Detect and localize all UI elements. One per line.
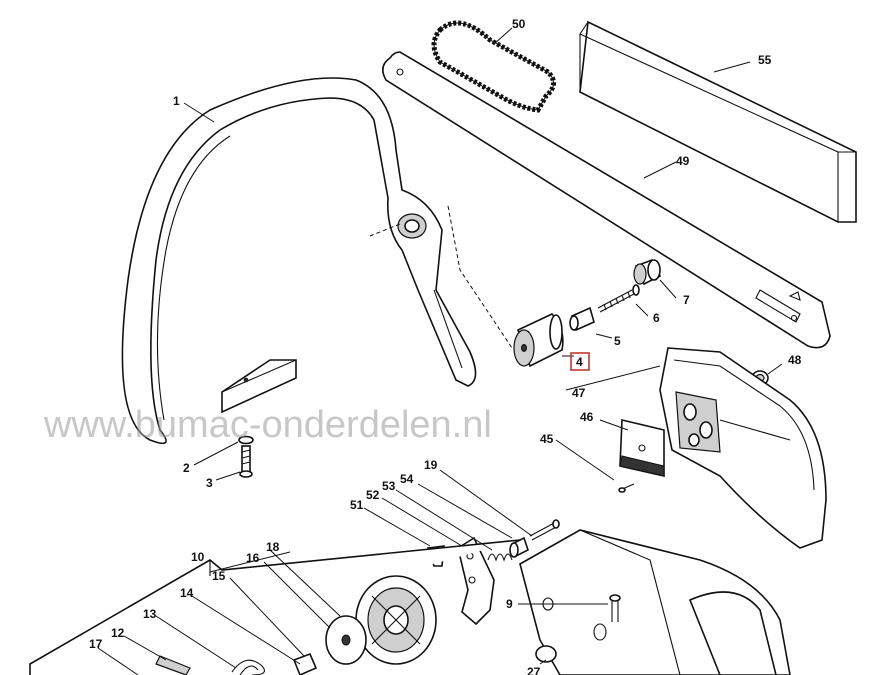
- sprocket-cover: [659, 347, 827, 549]
- label-54: 54: [400, 472, 414, 486]
- part-46-plate: [619, 418, 665, 478]
- part-14-pin: [292, 652, 318, 675]
- label-18: 18: [266, 540, 280, 554]
- label-46: 46: [580, 410, 594, 424]
- part-53-spring: [487, 553, 513, 562]
- label-49: 49: [676, 154, 690, 168]
- label-9: 9: [506, 597, 513, 611]
- label-10: 10: [191, 550, 205, 564]
- label-7: 7: [683, 293, 690, 307]
- label-27: 27: [527, 665, 541, 675]
- part-13-spring: [231, 659, 265, 675]
- bar-cover: [579, 20, 857, 223]
- label-45: 45: [540, 432, 554, 446]
- label-17: 17: [89, 637, 103, 651]
- part-45-screw: [618, 483, 635, 493]
- label-4: 4: [576, 355, 583, 369]
- watermark-text: www.bumac-onderdelen.nl: [43, 404, 492, 446]
- engine-housing: [29, 539, 521, 675]
- front-handle: [121, 77, 477, 445]
- label-6: 6: [653, 311, 660, 325]
- engine-cover: [519, 529, 791, 675]
- guide-bar: [382, 51, 831, 349]
- label-50: 50: [512, 17, 526, 31]
- starter-disc: [325, 615, 367, 665]
- label-47: 47: [572, 386, 586, 400]
- part-7-nut: [633, 258, 662, 286]
- label-19: 19: [424, 458, 438, 472]
- label-3: 3: [206, 476, 213, 490]
- starter-pulley: [355, 575, 437, 665]
- part-9-screw: [609, 594, 621, 622]
- label-52: 52: [366, 488, 380, 502]
- label-14: 14: [180, 586, 194, 600]
- label-5: 5: [614, 334, 621, 348]
- label-12: 12: [111, 626, 125, 640]
- label-13: 13: [143, 607, 157, 621]
- label-53: 53: [382, 479, 396, 493]
- leader-lines: [97, 27, 783, 675]
- label-15: 15: [212, 569, 226, 583]
- label-51: 51: [350, 498, 364, 512]
- label-1: 1: [173, 94, 180, 108]
- label-4-highlight: 4: [570, 352, 590, 371]
- saw-chain: [431, 20, 556, 113]
- part-5-spacer: [569, 306, 595, 332]
- part-19-bolt: [529, 519, 560, 541]
- part-27-plug: [535, 645, 557, 663]
- part-4-drum: [513, 313, 564, 368]
- part-labels: 1 2 3 4 5 6 7 9 10 12 13 14 15 16 17 18 …: [89, 17, 802, 675]
- handle-bolt: [238, 435, 254, 478]
- label-55: 55: [758, 53, 772, 67]
- part-6-screw: [597, 284, 640, 313]
- handle-bracket: [221, 359, 297, 414]
- label-2: 2: [183, 461, 190, 475]
- label-16: 16: [246, 551, 260, 565]
- label-48: 48: [788, 353, 802, 367]
- part-12-handle: [155, 655, 191, 675]
